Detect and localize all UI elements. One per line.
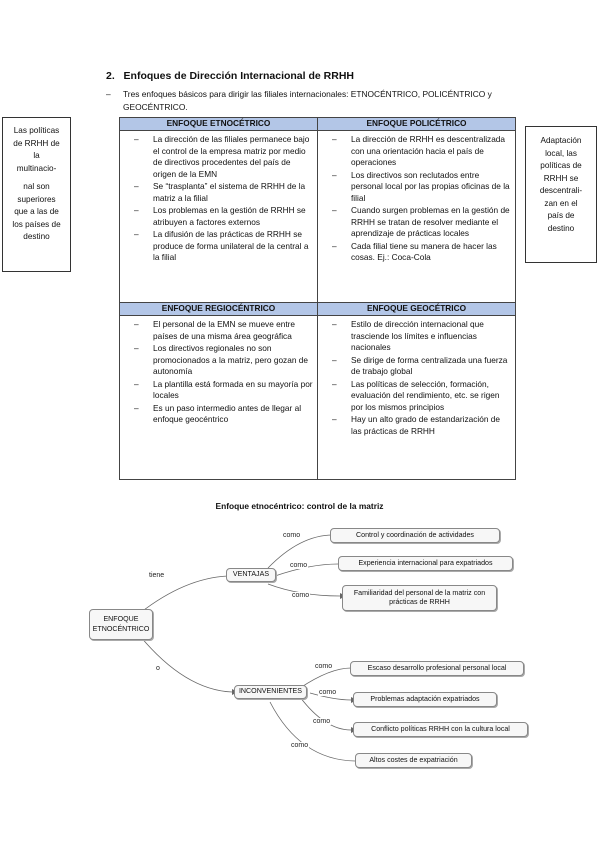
list-item: Los directivos son reclutados entre pers… xyxy=(318,170,511,205)
list-item: La plantilla está formada en su mayoría … xyxy=(120,379,313,402)
section-title: Enfoques de Dirección Internacional de R… xyxy=(123,70,354,82)
left-note-line: los países de xyxy=(12,219,61,229)
header-regiocentrico: ENFOQUE REGIOCÉNTRICO xyxy=(119,302,318,316)
list-item: La difusión de las prácticas de RRHH se … xyxy=(120,229,313,264)
list-item: Estilo de dirección internacional que tr… xyxy=(318,319,511,354)
link-label-como: como xyxy=(290,742,310,749)
connector-line xyxy=(139,575,229,614)
node-familiaridad-personal: Familiaridad del personal de la matriz c… xyxy=(342,585,497,611)
list-item: Las políticas de selección, formación, e… xyxy=(318,379,511,414)
right-side-note: Adaptación local, las políticas de RRHH … xyxy=(525,126,597,263)
right-note-line: descentrali- xyxy=(539,186,583,195)
link-label-como: como xyxy=(318,689,338,696)
right-note-line: destino xyxy=(547,223,575,233)
list-item: El personal de la EMN se mueve entre paí… xyxy=(120,319,313,342)
left-note-line: nal son xyxy=(23,182,50,191)
list-item: La dirección de las filiales permanece b… xyxy=(120,134,313,180)
connector-line xyxy=(309,692,352,701)
left-note-line: Las políticas xyxy=(13,126,60,135)
list-item: Cada filial tiene su manera de hacer las… xyxy=(318,241,511,264)
left-note-line: multinacio- xyxy=(16,163,57,173)
diagram-title: Enfoque etnocéntrico: control de la matr… xyxy=(215,501,384,511)
section-number: 2. xyxy=(106,70,115,82)
link-label-como: como xyxy=(282,532,302,539)
right-note-line: RRHH se xyxy=(543,173,579,183)
link-label-como: como xyxy=(312,718,332,725)
node-escaso-desarrollo: Escaso desarrollo profesional personal l… xyxy=(350,661,524,676)
list-item: Se dirige de forma centralizada una fuer… xyxy=(318,355,511,378)
node-experiencia-internacional: Experiencia internacional para expatriad… xyxy=(338,556,513,571)
intro-paragraph: – Tres enfoques básicos para dirigir las… xyxy=(106,88,506,114)
list-item: La dirección de RRHH es descentralizada … xyxy=(318,134,511,169)
right-note-line: zan en el xyxy=(544,198,578,208)
link-label-tiene: tiene xyxy=(148,572,166,579)
section-heading: 2. Enfoques de Dirección Internacional d… xyxy=(106,70,354,82)
left-note-line: destino xyxy=(23,232,50,241)
connector-line xyxy=(299,696,352,731)
left-note-line: que a las de xyxy=(14,207,59,216)
list-item: Se “trasplanta” el sistema de RRHH de la… xyxy=(120,181,313,204)
left-side-note: Las políticas de RRHH de la multinacio- … xyxy=(2,117,71,272)
geocentrico-cell: Estilo de dirección internacional que tr… xyxy=(317,315,516,480)
header-etnocentrico: ENFOQUE ETNOCÉTRICO xyxy=(119,117,318,131)
policentrico-cell: La dirección de RRHH es descentralizada … xyxy=(317,130,516,303)
list-item: Cuando surgen problemas en la gestión de… xyxy=(318,205,511,240)
node-ventajas: VENTAJAS xyxy=(226,568,276,582)
approaches-table: ENFOQUE ETNOCÉTRICO ENFOQUE POLICÉTRICO … xyxy=(119,117,516,480)
left-note-line: de RRHH de xyxy=(13,138,60,148)
right-note-line: local, las xyxy=(545,148,577,158)
connector-line xyxy=(299,667,352,689)
link-label-como: como xyxy=(289,562,309,569)
link-label-como: como xyxy=(291,592,311,599)
intro-text: Tres enfoques básicos para dirigir las f… xyxy=(123,89,492,112)
node-enfoque-etnocentrico: ENFOQUE ETNOCÉNTRICO xyxy=(89,609,153,640)
etnocentrico-cell: La dirección de las filiales permanece b… xyxy=(119,130,318,303)
node-inconvenientes: INCONVENIENTES xyxy=(234,685,307,699)
list-item: Los directivos regionales no son promoci… xyxy=(120,343,313,378)
node-control-coordinacion: Control y coordinación de actividades xyxy=(330,528,500,543)
right-note-line: políticas de xyxy=(540,161,582,170)
link-label-o: o xyxy=(155,665,161,672)
node-problemas-adaptacion: Problemas adaptación expatriados xyxy=(353,692,497,707)
regiocentrico-cell: El personal de la EMN se mueve entre paí… xyxy=(119,315,318,480)
right-note-line: Adaptación xyxy=(540,136,582,145)
list-item: Hay un alto grado de estandarización de … xyxy=(318,414,511,437)
connector-line xyxy=(274,563,339,577)
connector-line xyxy=(139,635,233,693)
list-item: Los problemas en la gestión de RRHH se a… xyxy=(120,205,313,228)
node-altos-costes: Altos costes de expatriación xyxy=(355,753,472,768)
list-item: Es un paso intermedio antes de llegar al… xyxy=(120,403,313,426)
connector-line xyxy=(267,534,334,569)
intro-bullet: – xyxy=(106,89,111,99)
node-conflicto-politicas: Conflicto políticas RRHH con la cultura … xyxy=(353,722,528,737)
left-note-line: la xyxy=(33,151,40,160)
link-label-como: como xyxy=(314,663,334,670)
left-note-line: superiores xyxy=(17,194,56,204)
right-note-line: país de xyxy=(547,211,575,220)
